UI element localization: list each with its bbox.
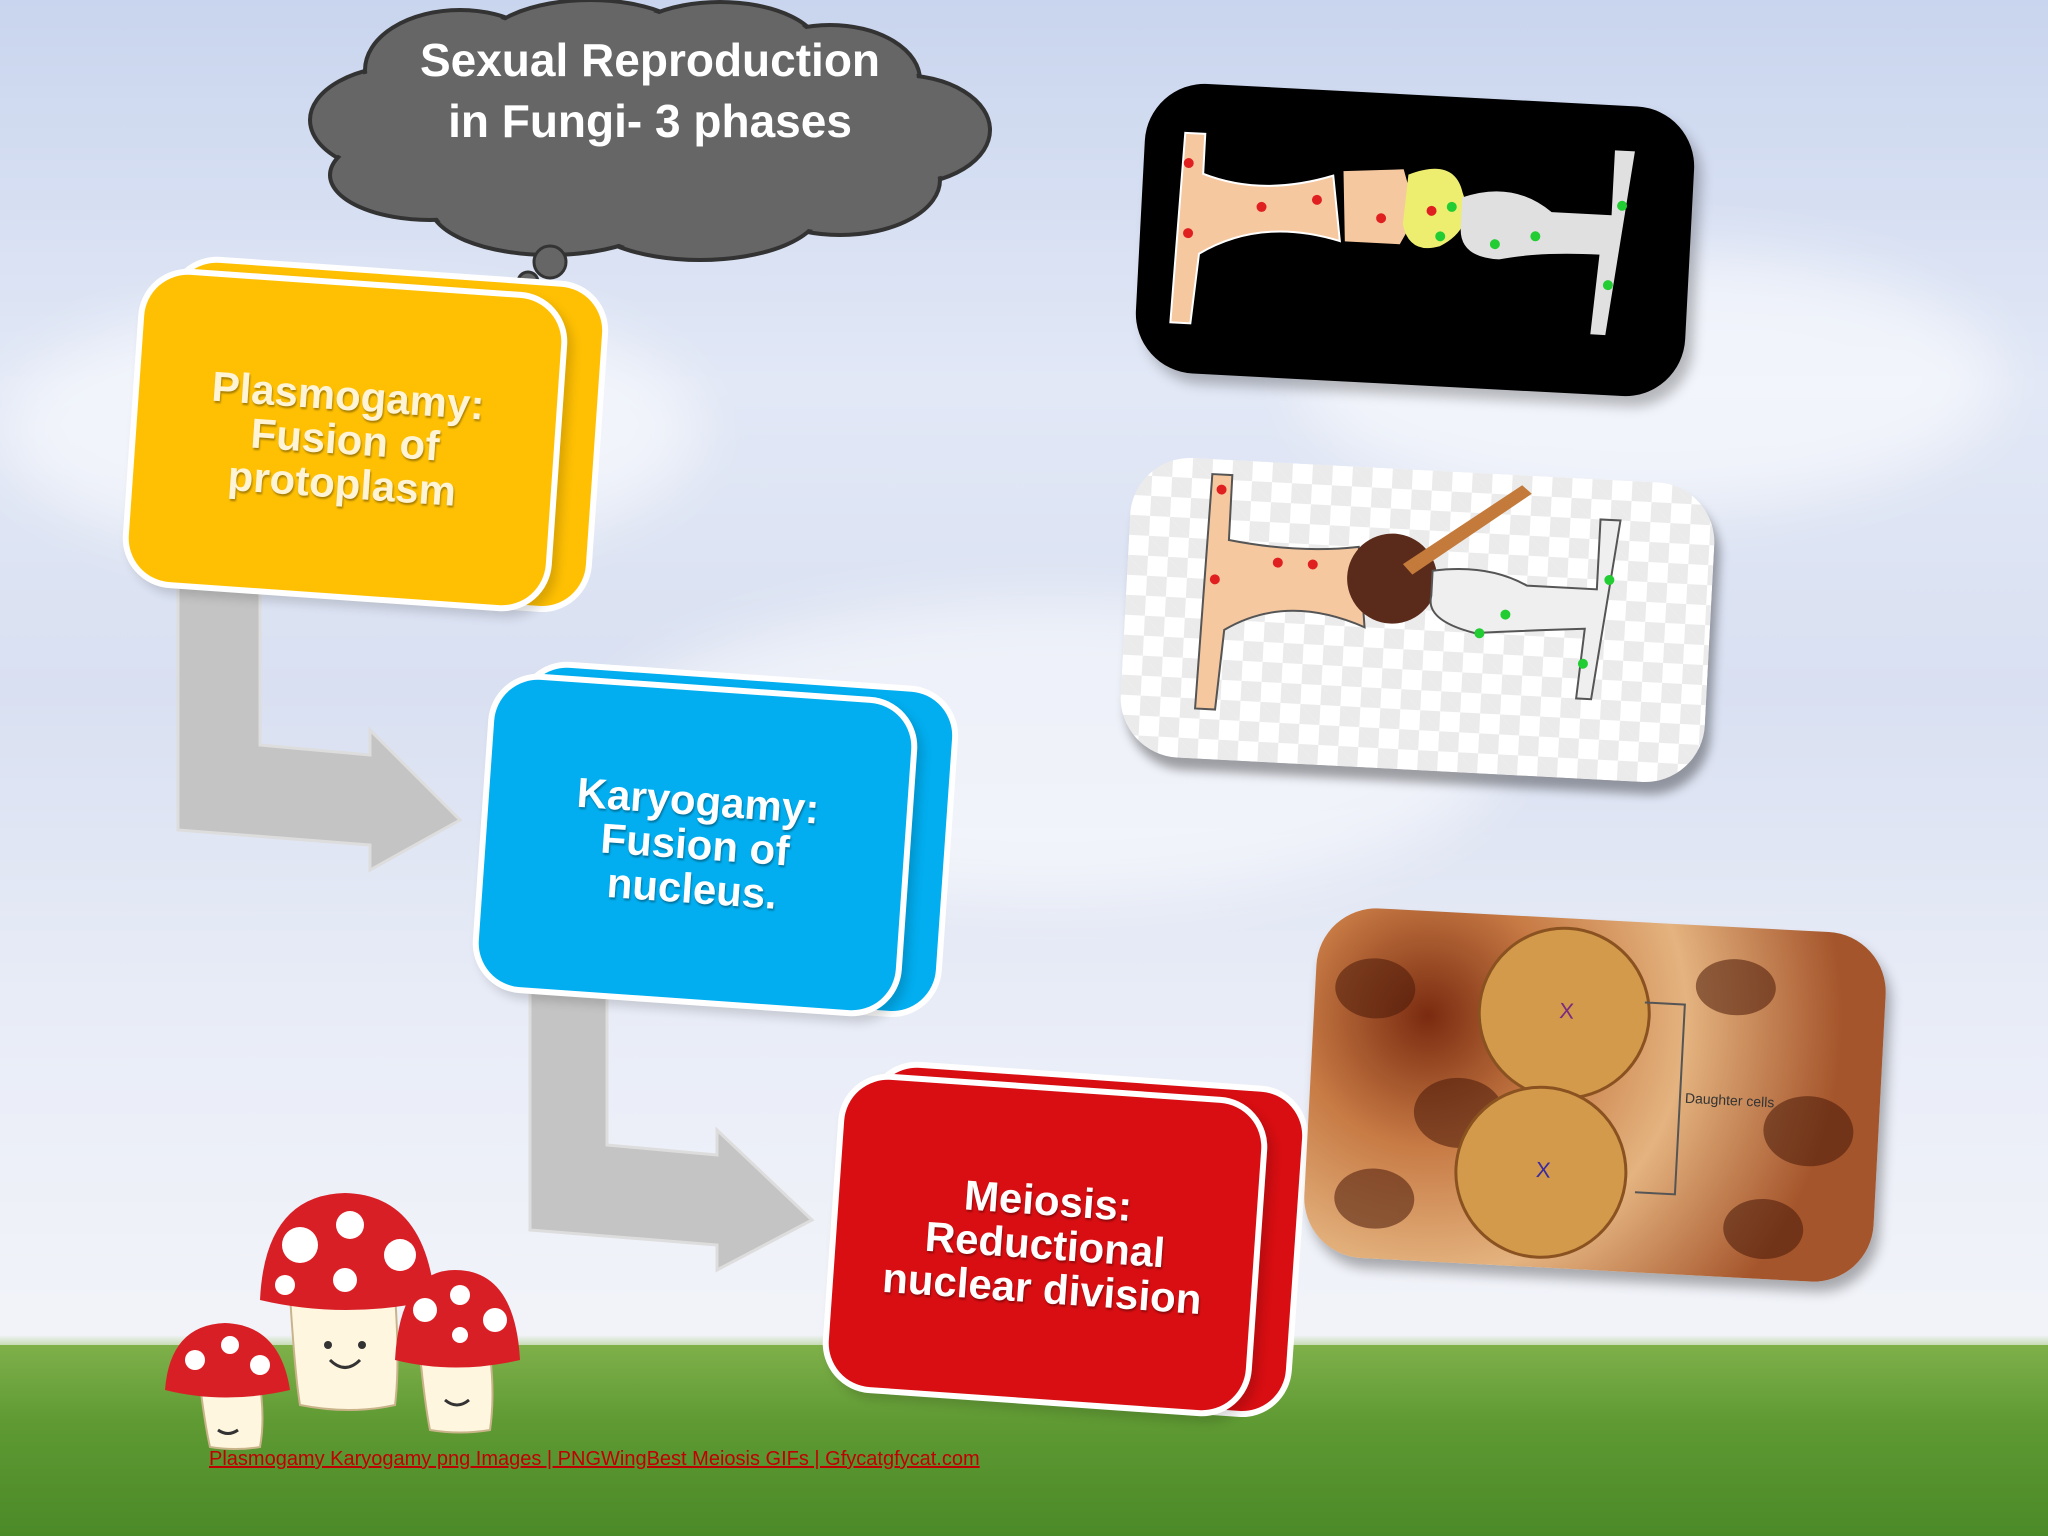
slide-title: Sexual Reproduction in Fungi- 3 phases [419,34,881,147]
svg-text:X: X [1535,1157,1551,1183]
phase-box-plasmogamy: Plasmogamy: Fusion of protoplasm [119,253,612,616]
phase-label: Meiosis: Reductional nuclear division [880,1171,1204,1324]
daughter-cells-label: Daughter cells [1685,1090,1775,1111]
phase-label: Plasmogamy: Fusion of protoplasm [210,362,486,515]
plasmogamy-diagram-image [1132,80,1698,400]
svg-text:X: X [1559,998,1575,1024]
meiosis-micrograph-image: X X Daughter cells [1301,905,1889,1285]
phase-box-meiosis: Meiosis: Reductional nuclear division [819,1058,1312,1421]
arrow-right-icon [528,985,815,1273]
phase-label: Karyogamy: Fusion of nucleus. [575,768,821,918]
karyogamy-diagram-image [1117,454,1718,786]
image-source-link[interactable]: Plasmogamy Karyogamy png Images | PNGWin… [209,1448,980,1470]
phase-box-karyogamy: Karyogamy: Fusion of nucleus. [469,658,962,1021]
thought-cloud-icon [308,0,992,294]
arrow-right-icon [176,585,463,873]
mushroom-cartoon-icon [165,1193,520,1450]
